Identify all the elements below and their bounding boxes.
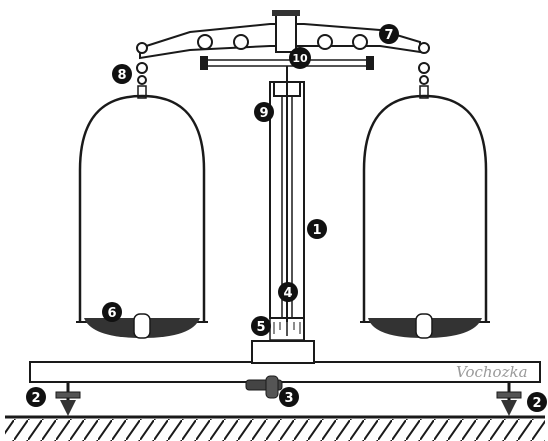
column-base: [251, 340, 315, 364]
svg-text:3: 3: [284, 391, 293, 406]
callout-7: 7: [379, 24, 399, 44]
callout-10: 10: [289, 47, 311, 69]
callout-9: 9: [254, 102, 274, 122]
callout-1: 1: [307, 219, 327, 239]
callout-4: 4: [278, 282, 298, 302]
svg-text:2: 2: [31, 391, 40, 406]
svg-text:7: 7: [384, 28, 393, 43]
callout-5: 5: [251, 316, 271, 336]
callout-2-right: 2: [527, 392, 547, 412]
pan-right: [368, 313, 482, 339]
callout-2-left: 2: [26, 387, 46, 407]
svg-text:8: 8: [117, 68, 126, 83]
pan-hanger-right: [360, 94, 490, 323]
balance-beam: [139, 10, 421, 60]
svg-text:5: 5: [256, 320, 265, 335]
callout-3: 3: [279, 387, 299, 407]
stirrup-left: [136, 42, 148, 99]
leveling-foot-left: [55, 382, 81, 416]
svg-text:10: 10: [292, 52, 308, 65]
pan-left: [84, 313, 200, 339]
svg-text:2: 2: [532, 396, 541, 411]
arrest-bar: [200, 56, 374, 70]
arrest-lever: [245, 375, 283, 399]
svg-text:9: 9: [259, 106, 268, 121]
stirrup-right: [418, 42, 430, 99]
callout-8: 8: [112, 64, 132, 84]
svg-text:4: 4: [283, 286, 292, 301]
watermark: Vochozka: [456, 363, 528, 381]
svg-text:6: 6: [107, 306, 116, 321]
callout-6: 6: [102, 302, 122, 322]
leveling-foot-right: [496, 382, 522, 416]
svg-text:1: 1: [312, 223, 321, 238]
floor: [5, 415, 545, 441]
pan-hanger-left: [76, 94, 208, 323]
